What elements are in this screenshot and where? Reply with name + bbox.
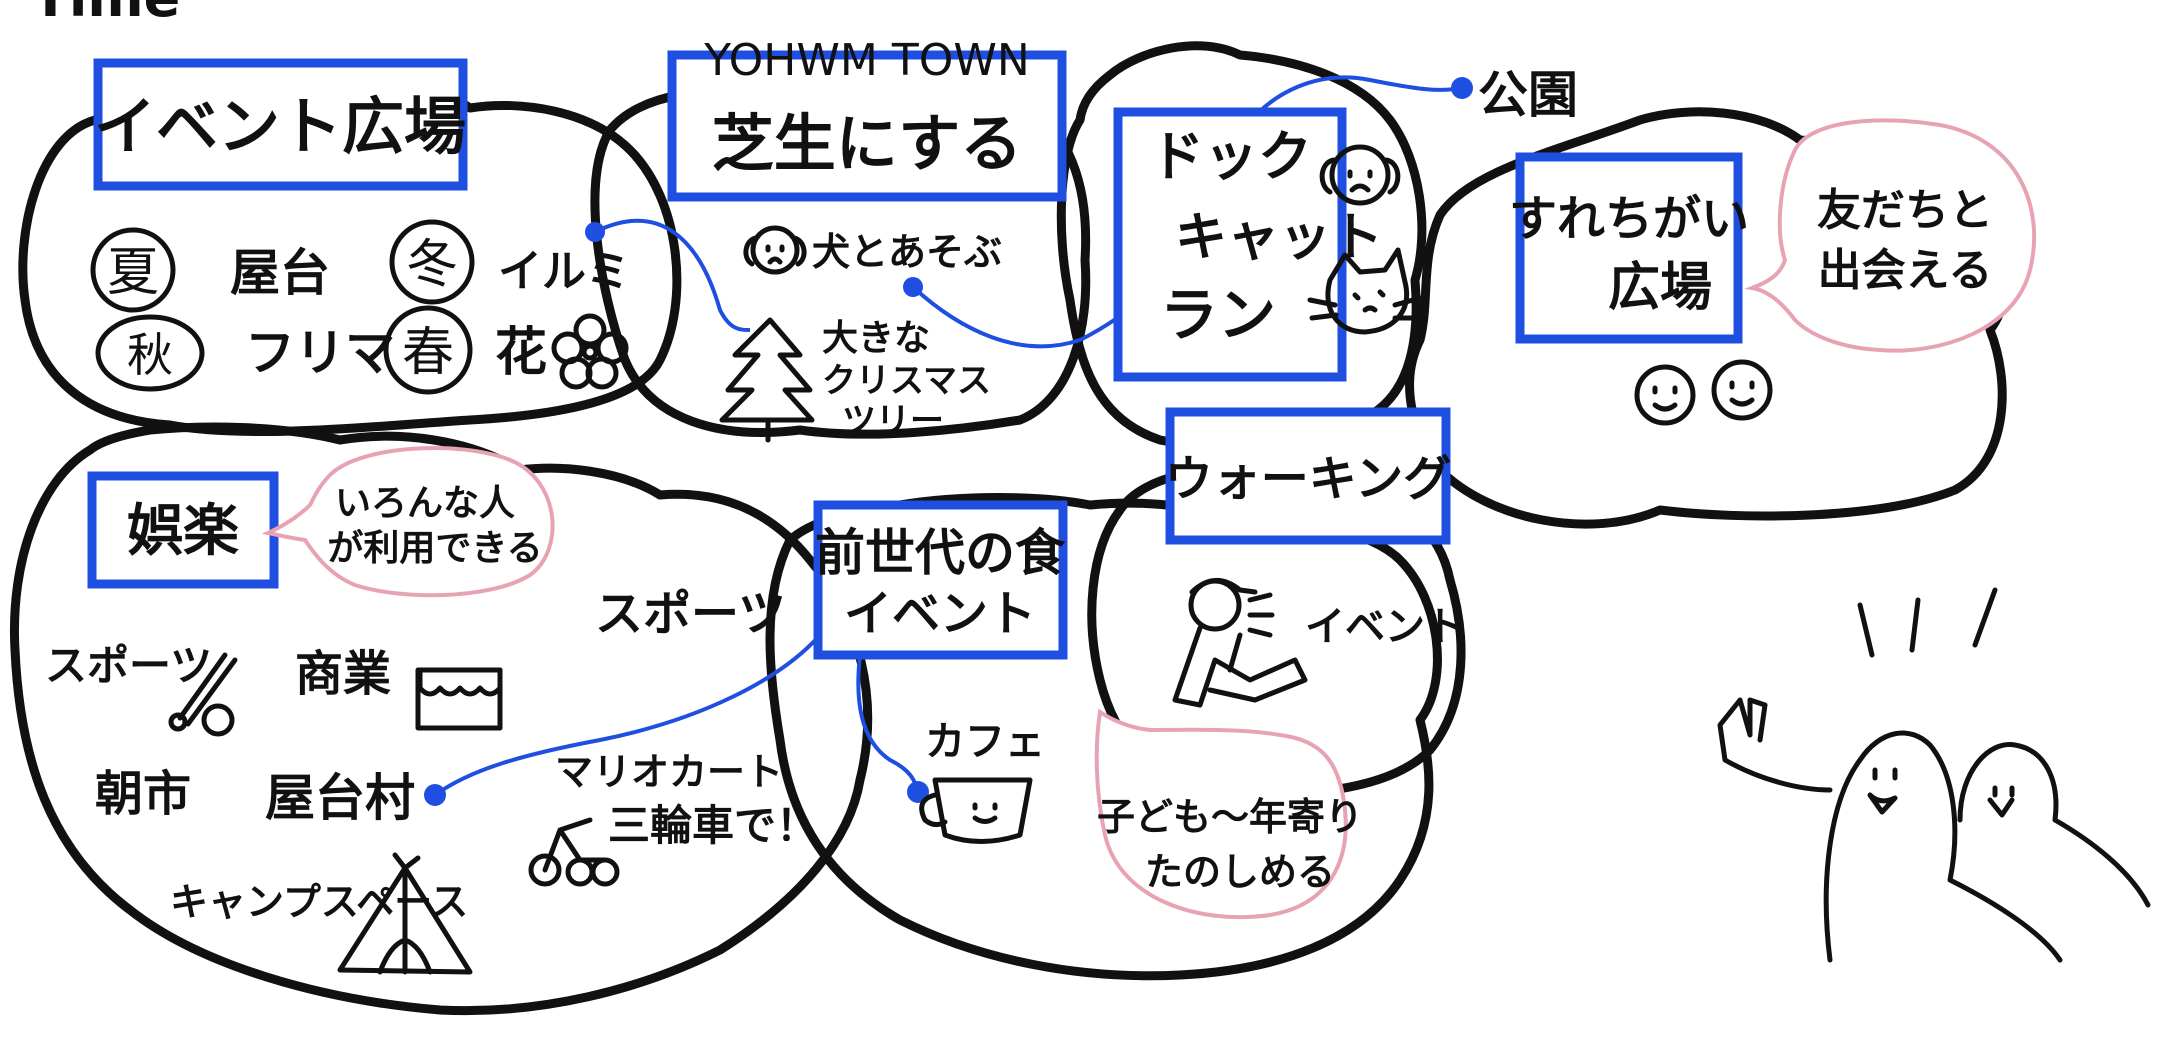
cheering-people-icon [1717, 587, 2151, 963]
dog-run-line3: ラン [1160, 281, 1276, 349]
bat-ball-icon [168, 652, 238, 737]
flower-icon [551, 313, 629, 390]
morning-market-label: 朝市 [95, 766, 191, 822]
box-walking [1165, 407, 1451, 545]
walker-icon [1172, 578, 1308, 708]
tree-text-line3: ツリー [842, 401, 944, 441]
dog-face-icon [1319, 144, 1401, 206]
event-plaza-title: イベント広場 [94, 90, 466, 163]
connector-dot [585, 222, 605, 242]
cat-face-icon [1307, 247, 1423, 335]
cup-icon [919, 777, 1033, 844]
lawn-subtitle: YOHWM TOWN [703, 35, 1030, 86]
connector-dot [903, 277, 923, 297]
stall-village-label: 屋台村 [265, 769, 415, 827]
season-text-winter: イルミ [498, 246, 630, 297]
box-dog-run [1113, 107, 1347, 382]
connector-dot [424, 784, 446, 806]
friends-bubble-line2: 出会える [1818, 245, 1993, 296]
box-lawn [667, 50, 1067, 202]
generations-bubble-line1: 子ども〜年寄り [1097, 795, 1363, 839]
passing-plaza-line1: すれちがい [1509, 191, 1749, 247]
connector-dogrun-park [1238, 75, 1463, 137]
tent-icon [337, 852, 473, 975]
connector-food-stall [433, 633, 822, 797]
speech-bubble-generations [1094, 708, 1348, 920]
season-text-autumn: フリマ [245, 324, 395, 382]
smiley-face-icon [1634, 364, 1696, 426]
tree-text-line1: 大きな [822, 318, 930, 359]
sports-right-label: スポーツ [595, 586, 786, 642]
cloud-entertainment [9, 422, 873, 1016]
food-line2: イベント [844, 586, 1036, 642]
speech-bubble-friends [1744, 118, 2037, 353]
smiley-face-icon [1711, 359, 1773, 421]
season-badge-spring: 春 [402, 323, 454, 383]
food-line1: 前世代の食 [815, 524, 1066, 582]
season-badge-summer: 夏 [107, 243, 159, 303]
play-with-dogs: 犬とあそぶ [812, 230, 1002, 274]
tricycle-icon [528, 817, 620, 887]
dog-face-icon [743, 225, 807, 275]
season-badge-ring [95, 314, 205, 392]
lawn-title: 芝生にする [712, 107, 1023, 180]
connector-dot [1451, 77, 1473, 99]
entertainment-title: 娯楽 [127, 499, 239, 564]
box-event-plaza [93, 58, 468, 191]
dog-run-line1: ドック [1150, 125, 1312, 188]
connector-lawn-dogrun [911, 285, 1131, 349]
everyone-bubble-line1: いろんな人 [335, 483, 515, 524]
mariokart-line2: 三輪車で！ [608, 801, 818, 850]
tree-text-line2: クリスマス [822, 361, 991, 401]
connector-illumi-tree [594, 218, 751, 332]
season-badge-autumn: 秋 [127, 328, 173, 382]
friends-bubble-line1: 友だちと [1817, 185, 1993, 236]
everyone-bubble-line2: が利用できる [327, 528, 542, 569]
box-food [813, 500, 1068, 660]
park-label: 公園 [1478, 66, 1578, 124]
season-badge-ring [383, 305, 473, 395]
cloud-food [765, 493, 1442, 981]
generations-bubble-line2: たのしめる [1145, 850, 1335, 894]
passing-plaza-line2: 広場 [1608, 258, 1712, 318]
tree-icon [719, 317, 815, 443]
speech-bubble-everyone [261, 446, 555, 598]
season-text-spring: 花 [495, 323, 547, 383]
cafe-label: カフェ [925, 719, 1045, 765]
walking-event-label: イベント [1305, 604, 1465, 650]
walking-title: ウォーキング [1165, 451, 1452, 507]
shop-awning-icon [415, 667, 503, 731]
mariokart-line1: マリオカート [555, 750, 783, 794]
season-text-summer: 屋台 [230, 244, 330, 302]
box-passing-plaza [1515, 152, 1743, 344]
sports-left-label: スポーツ [45, 641, 212, 690]
connector-food-cafe [856, 654, 920, 793]
season-badge-winter: 冬 [406, 235, 458, 295]
page-title: Time [32, 0, 180, 29]
commerce-label: 商業 [295, 646, 391, 702]
season-badge-ring [90, 227, 176, 313]
season-badge-ring [389, 219, 475, 305]
connector-dot [907, 781, 929, 803]
